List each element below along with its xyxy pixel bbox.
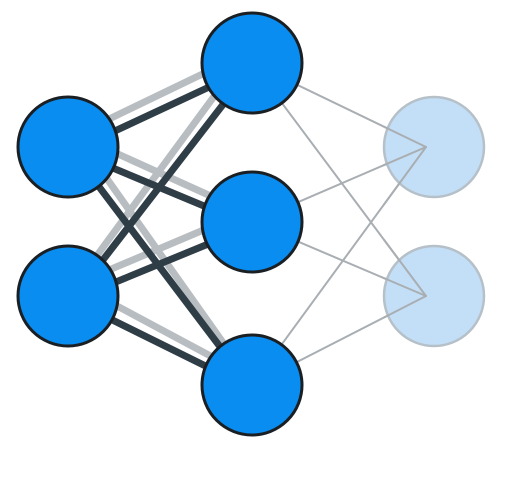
edge-faded-into-output xyxy=(383,277,427,297)
edge-faded-into-output xyxy=(383,146,427,167)
edge-faded-into-output xyxy=(383,295,427,319)
edge-faded-into-output xyxy=(383,125,427,148)
hidden-node-1 xyxy=(200,11,304,115)
edge-faded-into-output xyxy=(383,146,427,206)
edge-faded-into-output xyxy=(383,238,427,297)
output-node-1 xyxy=(382,95,486,199)
input-node-1 xyxy=(16,95,120,199)
hidden-node-2 xyxy=(200,170,304,274)
node-group xyxy=(16,11,486,437)
output-node-2 xyxy=(382,244,486,348)
hidden-node-3 xyxy=(200,333,304,437)
input-node-2 xyxy=(16,244,120,348)
